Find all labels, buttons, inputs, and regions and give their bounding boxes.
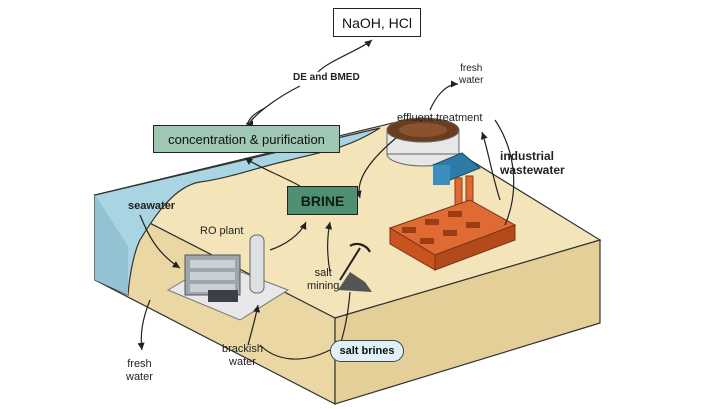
fresh-water-bottom-label: fresh water	[126, 358, 153, 383]
effluent-tank-icon	[386, 117, 460, 167]
salt-line: salt	[314, 267, 332, 279]
salt-brines-label: salt brines	[330, 340, 404, 362]
effluent-treatment-label: effluent treatment	[397, 112, 483, 124]
industrial-wastewater-label: industrial wastewater	[500, 149, 565, 178]
water-line: water	[229, 355, 256, 368]
seawater-label: seawater	[128, 200, 176, 212]
brine-box: BRINE	[287, 186, 358, 215]
fresh-water-bottom-line1: fresh	[127, 358, 152, 370]
products-box: NaOH, HCl	[333, 8, 421, 37]
fresh-water-top-line2: water	[459, 74, 484, 86]
ro-plant-label: RO plant	[200, 225, 244, 237]
products-label: NaOH, HCl	[341, 14, 412, 31]
industrial-line: industrial	[500, 149, 555, 163]
brine-label: BRINE	[300, 192, 345, 209]
de-bmed-label: DE and BMED	[293, 72, 360, 83]
salt-mining-label: salt mining	[307, 267, 339, 292]
fresh-water-bottom-line2: water	[126, 370, 153, 383]
salt-mining-icon	[338, 242, 372, 292]
fresh-water-top-line1: fresh	[460, 63, 483, 74]
mining-line: mining	[307, 279, 340, 292]
factory-icon	[388, 152, 517, 271]
brackish-water-label: brackish water	[222, 343, 263, 368]
concentration-label: concentration & purification	[168, 131, 325, 147]
concentration-box: concentration & purification	[153, 125, 340, 153]
wastewater-line: wastewater	[500, 162, 565, 177]
fresh-water-top-label: fresh water	[459, 63, 483, 86]
brackish-line: brackish	[222, 343, 263, 355]
